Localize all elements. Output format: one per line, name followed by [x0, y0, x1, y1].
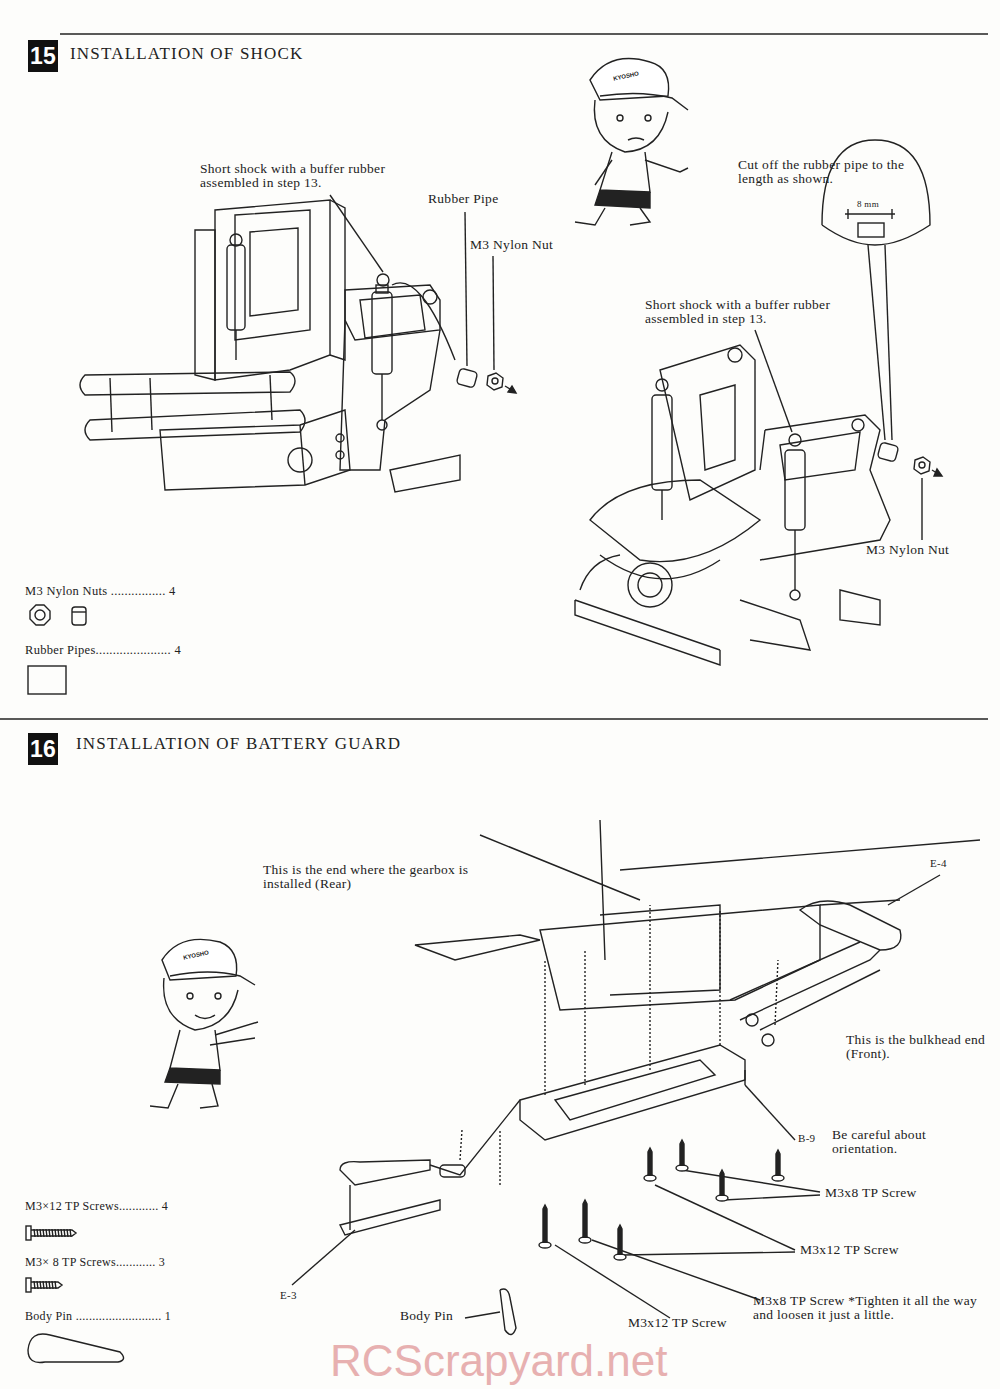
parts-list-item: Body Pin .......................... 1 — [25, 1310, 171, 1323]
part-label: M3 Nylon Nut — [470, 238, 553, 252]
parts-list-item: M3× 8 TP Screws............ 3 — [25, 1256, 165, 1269]
parts-list-item: Rubber Pipes...................... 4 — [25, 644, 181, 657]
step-heading: INSTALLATION OF SHOCK — [70, 45, 304, 63]
screw-symbol — [644, 1148, 656, 1181]
part-label: M3 Nylon Nut — [866, 543, 949, 557]
step-heading: INSTALLATION OF BATTERY GUARD — [76, 735, 401, 753]
parts-list-item: M3 Nylon Nuts ................ 4 — [25, 585, 176, 598]
part-code: B-9 — [798, 1133, 815, 1145]
callout-note: Short shock with a buffer rubber assembl… — [200, 162, 415, 190]
part-label: M3x12 TP Screw — [628, 1316, 727, 1330]
part-label: Body Pin — [400, 1309, 453, 1323]
screw-symbol — [579, 1200, 591, 1243]
part-code: E-3 — [280, 1290, 297, 1302]
parts-list-item: M3×12 TP Screws............ 4 — [25, 1200, 168, 1213]
part-label: M3x12 TP Screw — [800, 1243, 899, 1257]
watermark: RCScrapyard.net — [330, 1338, 667, 1384]
screw-symbol — [716, 1170, 728, 1201]
callout-note: Short shock with a buffer rubber assembl… — [645, 298, 865, 326]
part-label: Rubber Pipe — [428, 192, 498, 206]
dimension-label: 8 mm — [857, 200, 879, 209]
screw-icon — [26, 1226, 76, 1240]
step-number: 15 — [28, 40, 58, 72]
screw-icon — [26, 1278, 62, 1292]
part-label: M3x8 TP Screw — [825, 1186, 917, 1200]
screw-symbol — [539, 1205, 551, 1248]
callout-note: This is the end where the gearbox is ins… — [263, 863, 478, 891]
step-number: 16 — [28, 733, 58, 765]
screw-symbol — [614, 1225, 626, 1260]
screw-symbol — [772, 1150, 784, 1181]
callout-note: M3x8 TP Screw *Tighten it all the way an… — [753, 1294, 985, 1322]
part-code: E-4 — [930, 858, 947, 870]
callout-note: Cut off the rubber pipe to the length as… — [738, 158, 928, 186]
callout-note: This is the bulkhead end (Front). — [846, 1033, 996, 1061]
screw-symbol — [676, 1140, 688, 1171]
callout-note: Be careful about orientation. — [832, 1128, 967, 1156]
